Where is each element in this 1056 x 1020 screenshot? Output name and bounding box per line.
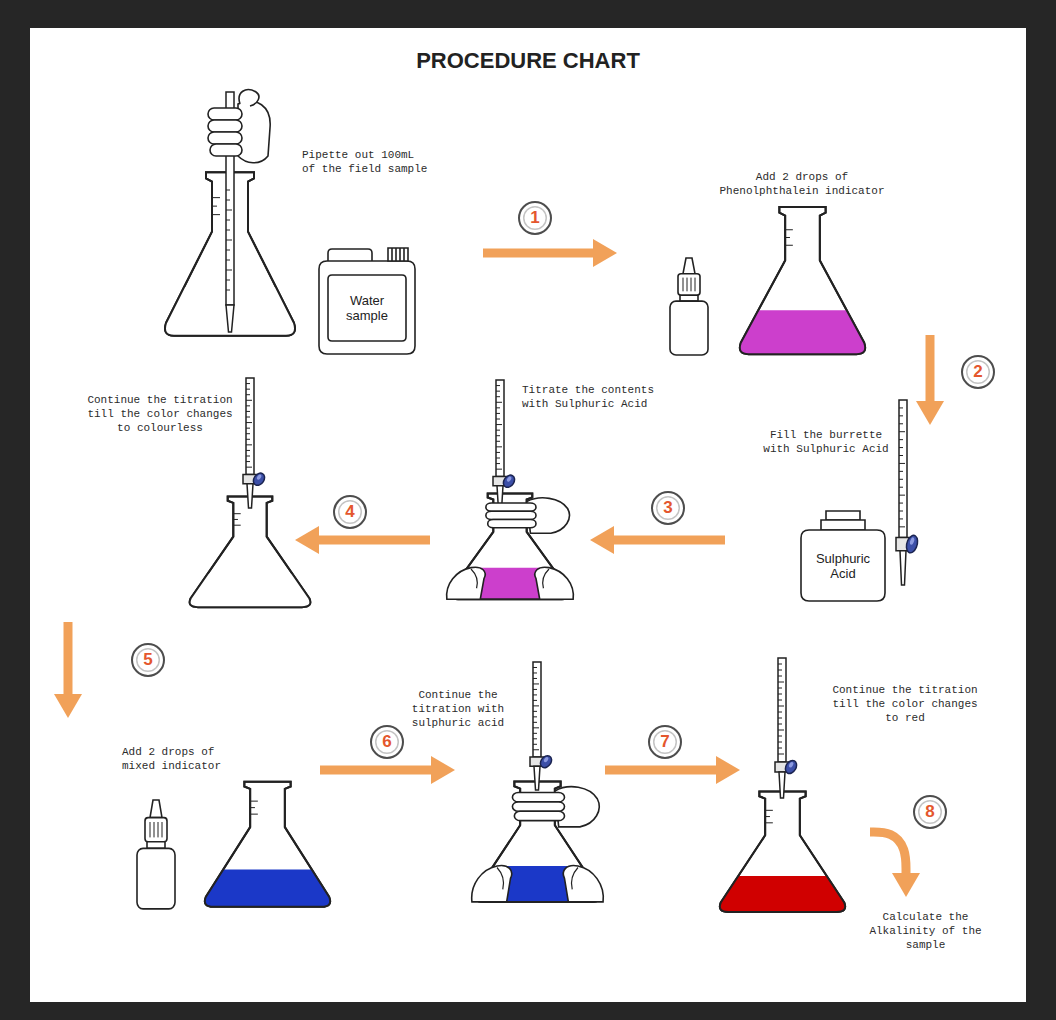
flow-arrow — [870, 832, 920, 897]
arrow-shaft — [614, 536, 725, 545]
flow-arrow — [295, 526, 430, 554]
step-caption: Calculate the Alkalinity of the sample — [868, 910, 983, 952]
hand-thumb — [239, 90, 259, 106]
flow-arrow — [483, 239, 617, 267]
step-panel: Water sample Pipette out 100mL of the fie… — [150, 100, 483, 360]
flow-arrow — [605, 756, 740, 784]
canister-body — [319, 261, 415, 354]
step-number: 8 — [925, 802, 934, 822]
step-number-badge: 2 — [961, 355, 995, 389]
arrow-head — [716, 756, 740, 784]
step-number: 7 — [660, 732, 669, 752]
arrow-head — [916, 401, 944, 425]
arrow-shaft — [64, 622, 73, 694]
bottle-shape: Sulphuric Acid — [800, 510, 886, 602]
flow-arrow — [54, 622, 82, 718]
step-panel: Add 2 drops of Phenolphthalein indicator — [617, 165, 950, 335]
step-number-badge: 4 — [333, 495, 367, 529]
step-number-badge: 6 — [370, 725, 404, 759]
step-caption: Continue the titration till the color ch… — [85, 393, 235, 435]
bottle-cap — [826, 511, 860, 520]
conical-flask — [190, 496, 311, 607]
pipette-marks — [226, 190, 232, 290]
step-number: 1 — [530, 208, 539, 228]
step-panel: Add 2 drops of mixed indicator — [50, 718, 320, 920]
conical-flask — [740, 207, 865, 354]
flow-arrow — [916, 335, 944, 425]
hands — [472, 787, 604, 902]
arrow-head — [295, 526, 319, 554]
step-caption: Continue the titration till the color ch… — [825, 683, 985, 725]
canister-cap — [388, 248, 408, 261]
hand — [208, 90, 270, 163]
step-number: 2 — [973, 362, 982, 382]
step-number-badge: 1 — [518, 201, 552, 235]
arrow-shaft — [926, 335, 935, 401]
bottle-neck — [821, 520, 865, 530]
canister-handle — [328, 249, 372, 261]
hand-finger — [208, 120, 242, 132]
flow-arrow — [590, 526, 725, 554]
arrow-shaft — [605, 766, 716, 775]
arrow-shaft — [483, 249, 593, 258]
step-panel: Continue the titration till the color ch… — [740, 675, 990, 832]
container-label: Water sample — [332, 293, 402, 323]
chart-title: PROCEDURE CHART — [416, 48, 640, 74]
canister-cap-ridges — [392, 248, 404, 261]
step-panel: Sulphuric Acid Fill the burrette with Sul… — [725, 425, 950, 610]
step-number: 4 — [345, 502, 354, 522]
bottle-body — [801, 530, 885, 601]
step-panel: Continue the titration with sulphuric ac… — [400, 680, 610, 770]
step-number: 6 — [382, 732, 391, 752]
step-caption: Titrate the contents with Sulphuric Acid — [522, 383, 657, 411]
canister-label-panel — [328, 275, 406, 341]
arrow-head — [892, 873, 920, 897]
title-bar: PROCEDURE CHART — [0, 48, 1056, 74]
step-number-badge: 7 — [648, 725, 682, 759]
conical-flask — [720, 792, 845, 912]
arrow-head — [590, 526, 614, 554]
step-panel: Continue the titration till the color ch… — [60, 370, 295, 622]
step-number: 5 — [143, 650, 152, 670]
hands — [447, 498, 574, 599]
flow-arrow — [320, 756, 455, 784]
burette — [243, 378, 267, 508]
step-caption: Pipette out 100mL of the field sample — [302, 148, 430, 176]
dropper-bottle — [670, 258, 708, 355]
step-number-badge: 8 — [913, 795, 947, 829]
step-panel: Calculate the Alkalinity of the sample — [860, 897, 990, 960]
step-caption: Add 2 drops of Phenolphthalein indicator — [717, 170, 887, 198]
arrow-shaft — [319, 536, 430, 545]
step-number-badge: 5 — [131, 643, 165, 677]
arrow-head — [593, 239, 617, 267]
hand-finger — [208, 108, 242, 120]
arrow-shaft — [870, 832, 906, 873]
hand-palm — [238, 101, 270, 163]
step-caption: Fill the burrette with Sulphuric Acid — [762, 428, 890, 456]
step-panel: Titrate the contents with Sulphuric Acid — [430, 375, 660, 540]
hand-finger — [210, 144, 242, 156]
burette — [896, 400, 920, 585]
arrow-head — [54, 694, 82, 718]
hand-finger — [208, 132, 242, 144]
step-number-badge: 3 — [651, 491, 685, 525]
conical-flask — [205, 782, 330, 907]
step-caption: Continue the titration with sulphuric ac… — [410, 688, 506, 730]
container-label: Sulphuric Acid — [806, 551, 880, 581]
arrow-shaft — [320, 766, 431, 775]
step-caption: Add 2 drops of mixed indicator — [122, 745, 227, 773]
burette — [775, 658, 799, 798]
canister-shape: Water sample — [318, 245, 416, 355]
burette — [530, 662, 554, 790]
dropper-bottle — [137, 800, 175, 909]
pipette-tip — [226, 305, 234, 332]
burette — [493, 380, 517, 510]
arrow-head — [431, 756, 455, 784]
step-number: 3 — [663, 498, 672, 518]
